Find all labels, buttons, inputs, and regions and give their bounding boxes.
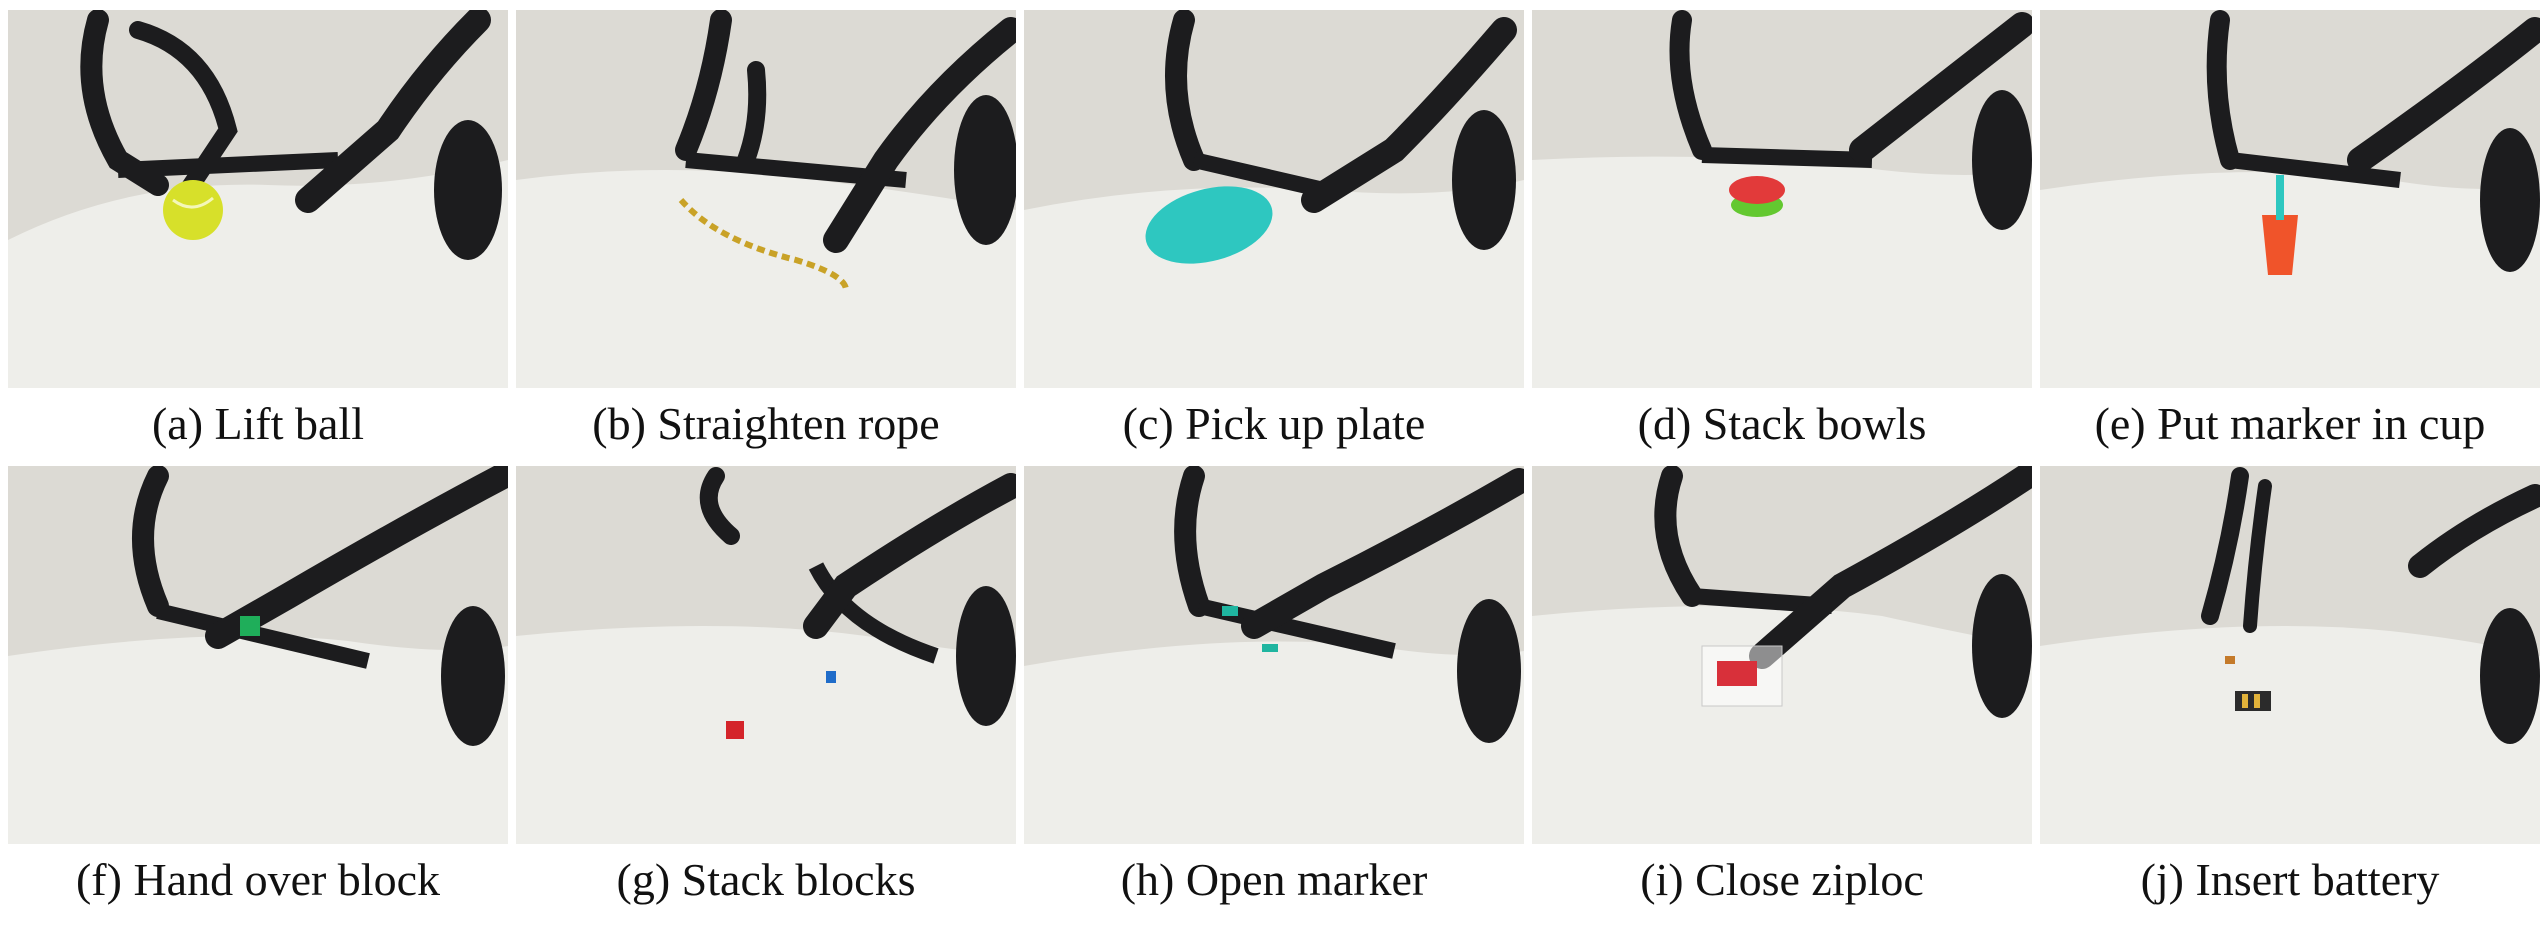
caption-close-ziploc: (i) Close ziploc (1640, 854, 1924, 905)
figure-row-bottom: (f) Hand over block (g) Stack blocks (8, 466, 2540, 916)
panel-j: (j) Insert battery (2040, 466, 2540, 916)
photo-insert-battery (2040, 466, 2540, 844)
caption-pick-up-plate: (c) Pick up plate (1122, 398, 1426, 449)
photo-pick-up-plate (1024, 10, 1524, 388)
caption-stack-blocks: (g) Stack blocks (616, 854, 916, 905)
caption-hand-over-block: (f) Hand over block (75, 854, 441, 905)
photo-close-ziploc (1532, 466, 2032, 844)
panel-i: (i) Close ziploc (1532, 466, 2032, 916)
photo-open-marker (1024, 466, 1524, 844)
panel-h: (h) Open marker (1024, 466, 1524, 916)
caption-put-marker-in-cup: (e) Put marker in cup (2094, 398, 2486, 449)
photo-stack-blocks (516, 466, 1016, 844)
panel-d: (d) Stack bowls (1532, 10, 2032, 460)
photo-stack-bowls (1532, 10, 2032, 388)
panel-e: (e) Put marker in cup (2040, 10, 2540, 460)
photo-hand-over-block (8, 466, 508, 844)
photo-lift-ball (8, 10, 508, 388)
caption-stack-bowls: (d) Stack bowls (1637, 398, 1927, 449)
panel-b: (b) Straighten rope (516, 10, 1016, 460)
caption-insert-battery: (j) Insert battery (2140, 854, 2440, 905)
figure-grid: (a) Lift ball (b) Straighten rope (8, 10, 2540, 926)
figure-row-top: (a) Lift ball (b) Straighten rope (8, 10, 2540, 460)
caption-lift-ball: (a) Lift ball (151, 398, 364, 449)
panel-a: (a) Lift ball (8, 10, 508, 460)
photo-put-marker-in-cup (2040, 10, 2540, 388)
panel-f: (f) Hand over block (8, 466, 508, 916)
panel-g: (g) Stack blocks (516, 466, 1016, 916)
caption-open-marker: (h) Open marker (1120, 854, 1428, 905)
caption-straighten-rope: (b) Straighten rope (592, 398, 940, 449)
photo-straighten-rope (516, 10, 1016, 388)
panel-c: (c) Pick up plate (1024, 10, 1524, 460)
